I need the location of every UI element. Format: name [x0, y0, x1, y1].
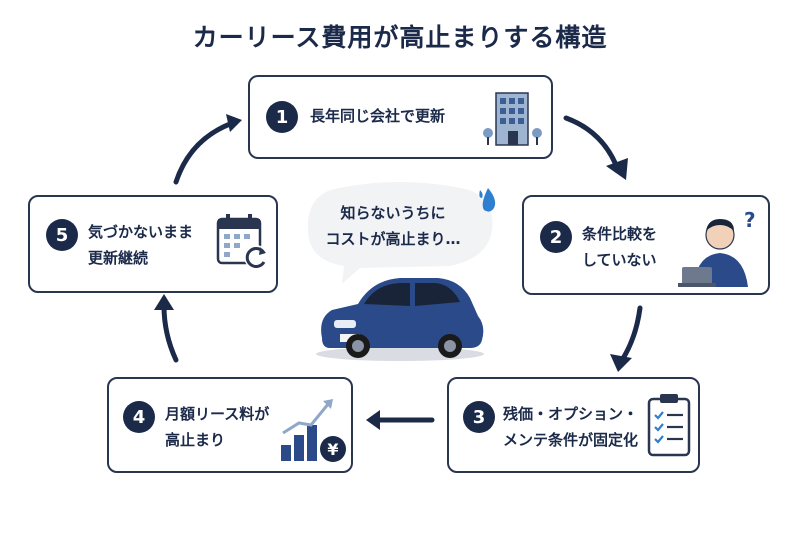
step-1-label: 長年同じ会社で更新 — [310, 107, 446, 125]
step-3-number: 3 — [463, 401, 495, 433]
car-illustration — [316, 278, 484, 361]
rising-bar-chart-yen-icon: ¥ — [281, 399, 346, 462]
step-2-line-1: 条件比較を — [582, 225, 658, 243]
office-building-icon — [483, 92, 542, 146]
step-1-card: 1 長年同じ会社で更新 — [248, 75, 553, 159]
step-4-label: 月額リース料が 高止まり — [165, 401, 269, 453]
svg-text:¥: ¥ — [327, 440, 338, 459]
step-4-number: 4 — [123, 401, 155, 433]
arrow-2-to-3 — [619, 305, 643, 363]
step-5-number: 5 — [46, 219, 78, 251]
step-3-line-2: メンテ条件が固定化 — [503, 431, 639, 449]
step-5-label: 気づかないまま 更新継続 — [88, 219, 193, 271]
step-2-line-2: していない — [582, 251, 657, 269]
bubble-line-1: 知らないうちに — [340, 204, 446, 222]
arrow-5-to-1 — [173, 121, 233, 185]
arrow-1-to-2 — [563, 115, 621, 173]
step-5-line-1: 気づかないまま — [88, 223, 194, 241]
step-3-label: 残価・オプション・ メンテ条件が固定化 — [503, 401, 638, 453]
step-3-line-1: 残価・オプション・ — [503, 405, 639, 423]
step-4-card: 4 月額リース料が 高止まり ¥ — [107, 377, 353, 473]
step-3-card: 3 残価・オプション・ メンテ条件が固定化 — [447, 377, 700, 473]
worried-person-laptop-icon: ? — [678, 208, 756, 287]
step-2-number: 2 — [540, 221, 572, 253]
bubble-line-2: コストが高止まり… — [325, 230, 461, 248]
svg-text:?: ? — [744, 208, 756, 232]
step-2-card: 2 条件比較を していない ? — [522, 195, 770, 295]
step-4-line-1: 月額リース料が — [165, 405, 270, 423]
step-4-line-2: 高止まり — [165, 431, 226, 449]
step-5-card: 5 気づかないまま 更新継続 — [28, 195, 278, 293]
diagram-title: カーリース費用が高止まりする構造 — [192, 23, 608, 52]
step-2-label: 条件比較を していない — [582, 221, 657, 273]
arrow-4-to-5 — [161, 303, 179, 363]
calendar-refresh-icon — [216, 214, 268, 269]
step-1-number: 1 — [266, 101, 298, 133]
bubble-text: 知らないうちに コストが高止まり… — [318, 200, 468, 252]
clipboard-checklist-icon — [647, 394, 691, 457]
speech-bubble — [307, 182, 493, 284]
step-5-line-2: 更新継続 — [88, 249, 149, 267]
sweat-drop-icon — [479, 188, 496, 212]
